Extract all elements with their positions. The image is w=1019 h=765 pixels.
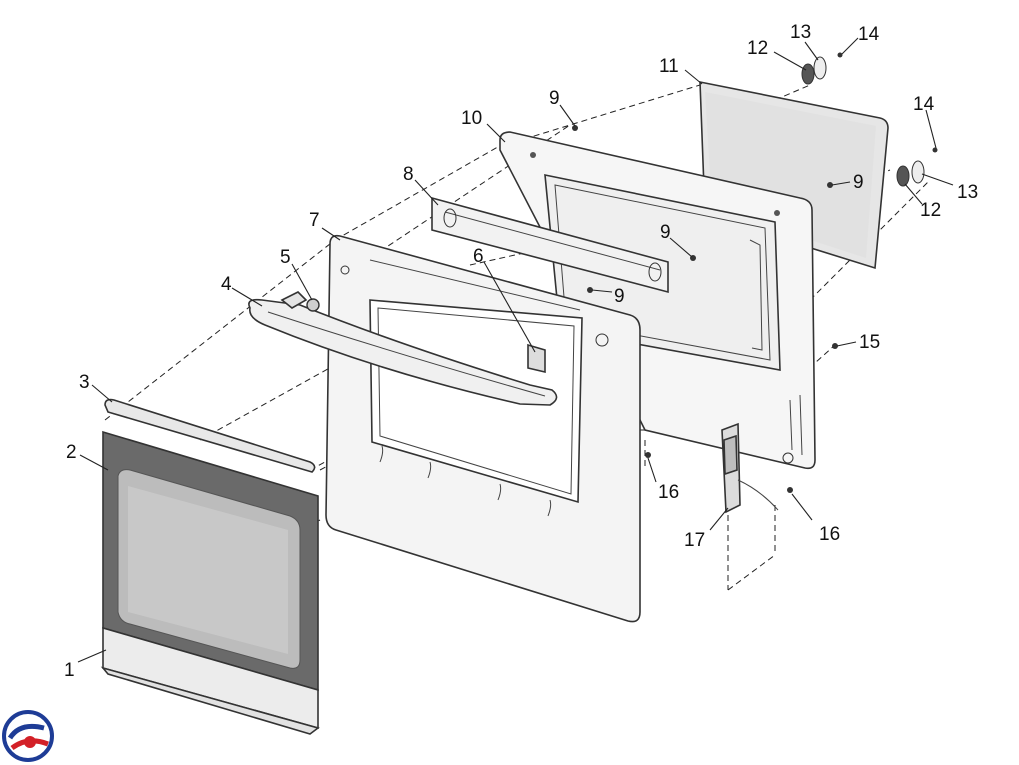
callout-17: 17 [684, 530, 705, 551]
callout-9-lower: 9 [614, 286, 625, 307]
part-3-top-trim [104, 398, 316, 473]
part-6-handle-bracket [527, 343, 546, 374]
callout-9-middle: 9 [660, 222, 671, 243]
callout-2: 2 [66, 442, 77, 463]
callout-3: 3 [79, 372, 90, 393]
callout-16-right: 16 [819, 524, 840, 545]
callout-14-right: 14 [913, 94, 935, 115]
brand-logo-icon [2, 710, 54, 762]
part-17-hinge [721, 422, 779, 514]
callout-12-top: 12 [747, 38, 768, 59]
part-8-bracket [431, 196, 669, 294]
callout-9-top: 9 [549, 88, 560, 109]
callout-11: 11 [659, 56, 679, 77]
part-2-outer-glass [102, 430, 319, 692]
callout-14-top: 14 [858, 24, 880, 45]
callout-6: 6 [473, 246, 484, 267]
callout-labels: 1 2 3 4 5 6 7 8 9 9 9 9 10 11 12 12 13 1… [64, 22, 978, 681]
callout-13-top: 13 [790, 22, 811, 43]
leader-lines [77, 37, 954, 663]
callout-16-left: 16 [658, 482, 679, 503]
callout-12-right: 12 [920, 200, 941, 221]
callout-7: 7 [309, 210, 320, 231]
callout-10: 10 [461, 108, 482, 129]
part-1-bottom-trim [100, 626, 320, 735]
callout-4: 4 [221, 274, 232, 295]
parts-12-13-hinge-caps [801, 56, 925, 187]
callout-13-right: 13 [957, 182, 978, 203]
callout-8: 8 [403, 164, 414, 185]
part-5-end-cap [306, 298, 320, 312]
callout-5: 5 [280, 247, 291, 268]
callout-1: 1 [64, 660, 75, 681]
callout-9-right: 9 [853, 172, 864, 193]
callout-15: 15 [859, 332, 880, 353]
part-4-door-handle [248, 291, 558, 406]
screws [572, 52, 938, 493]
